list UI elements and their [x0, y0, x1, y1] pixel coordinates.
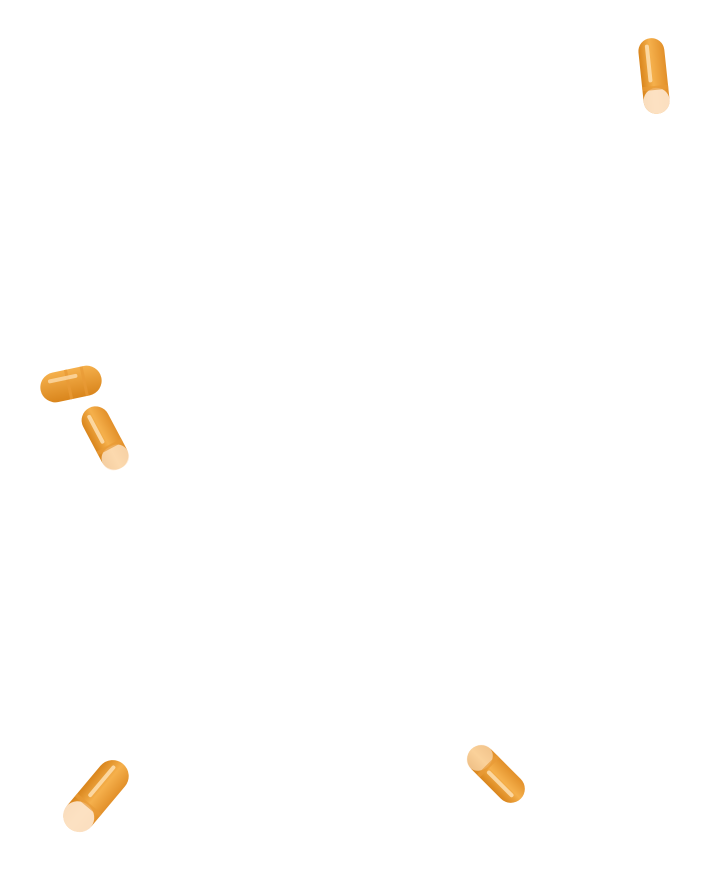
capsule-icon [458, 736, 534, 812]
capsule-icon [70, 400, 140, 476]
capsule-icon [50, 750, 142, 842]
capsule-icon [36, 358, 106, 410]
capsule-icon [630, 34, 678, 118]
